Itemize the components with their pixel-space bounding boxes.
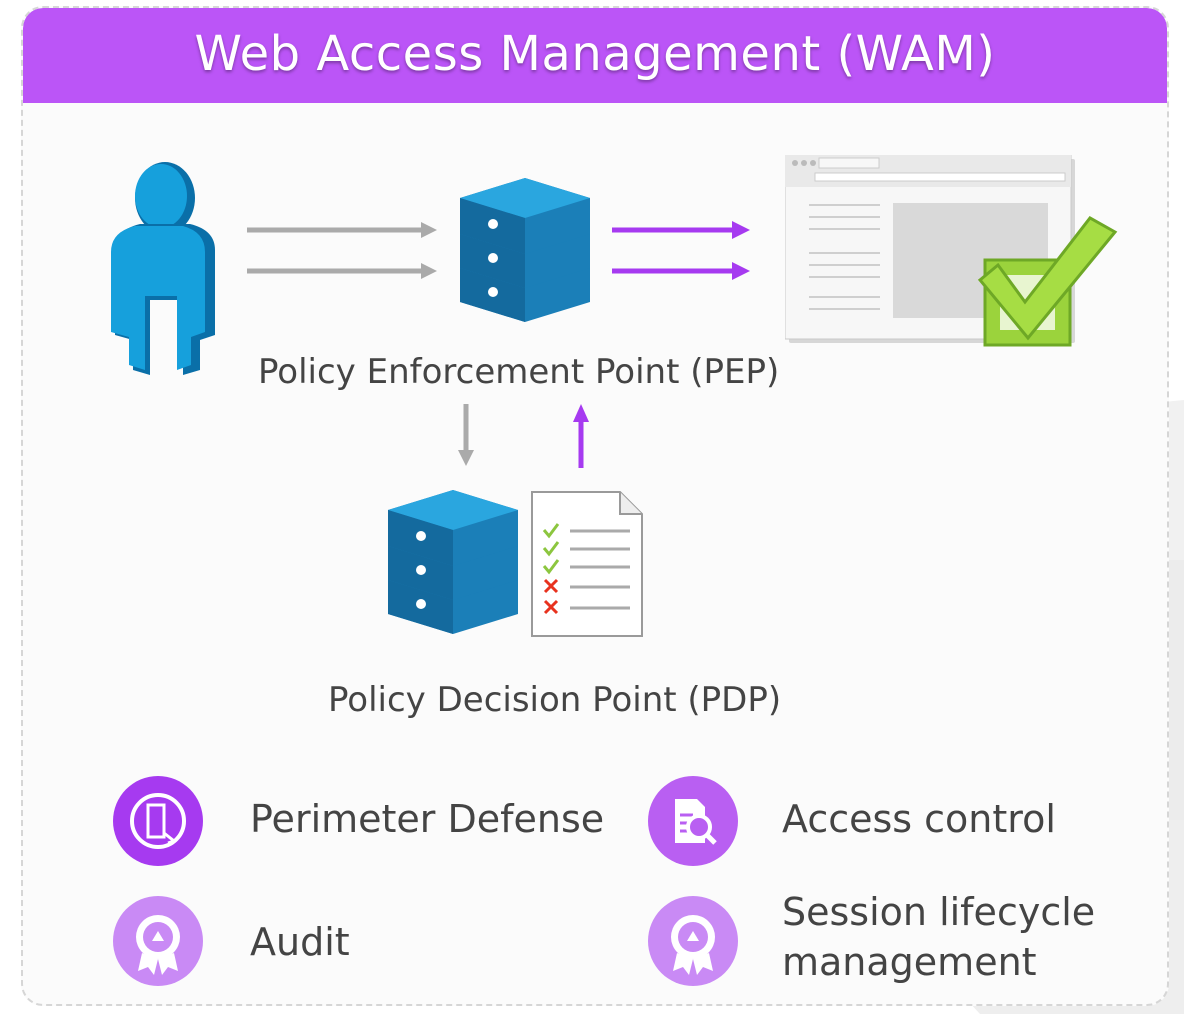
feature-access-control: Access control <box>782 797 1056 841</box>
pdp-label: Policy Decision Point (PDP) <box>328 680 782 720</box>
feature-session-lifecycle: Session lifecycle management <box>782 887 1095 987</box>
access-control-icon <box>648 776 738 866</box>
request-arrows <box>247 222 437 279</box>
perimeter-defense-icon <box>113 776 203 866</box>
feature-session-line2: management <box>782 940 1037 984</box>
feature-perimeter-defense: Perimeter Defense <box>250 797 605 841</box>
decision-flow-arrows <box>458 404 589 468</box>
header-banner: Web Access Management (WAM) <box>23 8 1167 103</box>
policy-document-icon <box>531 491 643 637</box>
approved-checkmark-icon <box>977 216 1118 347</box>
session-lifecycle-icon <box>648 896 738 986</box>
pdp-server-icon <box>388 490 518 634</box>
grant-arrows <box>612 221 750 280</box>
page-title: Web Access Management (WAM) <box>194 26 996 82</box>
pep-label: Policy Enforcement Point (PEP) <box>258 352 780 392</box>
user-icon <box>111 162 215 375</box>
audit-icon <box>113 896 203 986</box>
pep-server-icon <box>460 178 590 322</box>
web-application-browser <box>785 155 1075 343</box>
feature-audit: Audit <box>250 920 350 964</box>
feature-session-line1: Session lifecycle <box>782 890 1096 934</box>
